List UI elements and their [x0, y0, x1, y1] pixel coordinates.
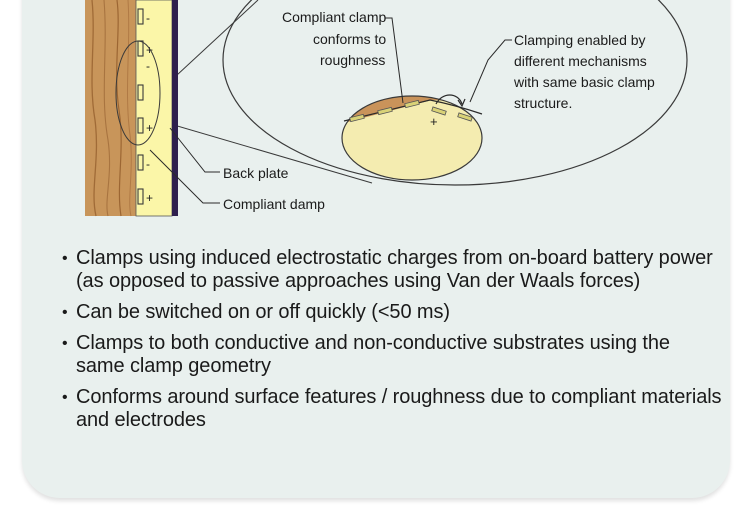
electrode-sign: + — [146, 191, 153, 205]
label-compliant-clamp: Compliant clamp conforms to roughness — [282, 9, 386, 68]
detail-sign: + — [430, 114, 438, 129]
back-plate-layer — [172, 0, 178, 216]
svg-text:structure.: structure. — [514, 95, 572, 111]
electrode-sign: - — [146, 157, 150, 171]
electrode-sign: - — [146, 59, 150, 73]
leader-compliant-clamp — [385, 17, 404, 104]
bullet-item: Can be switched on or off quickly (<50 m… — [62, 301, 722, 324]
svg-text:conforms to: conforms to — [313, 31, 386, 47]
svg-text:Compliant clamp: Compliant clamp — [282, 9, 386, 25]
zoom-ellipse — [222, 0, 688, 186]
svg-text:with same basic clamp: with same basic clamp — [513, 74, 655, 90]
electrode-sign: + — [146, 121, 153, 135]
label-compliant-damp: Compliant damp — [223, 196, 325, 212]
bullet-item: Conforms around surface features / rough… — [62, 386, 722, 432]
leader-back-plate — [169, 127, 220, 173]
label-clamping-enabled: Clamping enabled by different mechanisms… — [513, 32, 655, 111]
feature-bullet-list: Clamps using induced electrostatic charg… — [62, 247, 722, 440]
svg-text:roughness: roughness — [320, 52, 385, 68]
leader-clamping-enabled — [469, 39, 512, 103]
svg-text:different mechanisms: different mechanisms — [514, 53, 647, 69]
electrode-sign: + — [146, 43, 153, 57]
zoom-connector-bottom — [149, 117, 373, 184]
clamp-detail-view: + — [341, 94, 483, 181]
compliant-clamp-layer — [135, 0, 173, 217]
electrode-sign: - — [146, 11, 150, 25]
bullet-item: Clamps using induced electrostatic charg… — [62, 247, 722, 293]
electrostatic-clamp-diagram: - + - + - + + Compliant c — [85, 0, 688, 217]
wood-substrate — [85, 0, 137, 217]
magnifier-circle — [115, 40, 161, 146]
svg-text:Clamping enabled by: Clamping enabled by — [514, 32, 646, 48]
bullet-item: Clamps to both conductive and non-conduc… — [62, 332, 722, 378]
leader-compliant-damp — [149, 149, 220, 204]
label-back-plate: Back plate — [223, 165, 289, 181]
